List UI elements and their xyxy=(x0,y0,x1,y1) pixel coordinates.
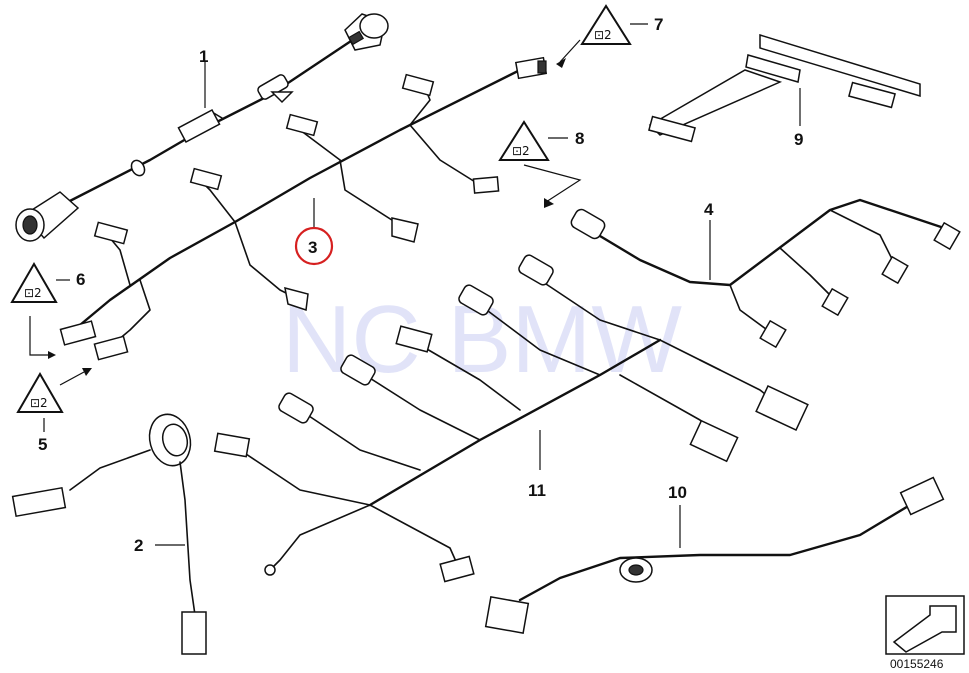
part-9-ribbon-cable: 9 xyxy=(648,33,921,149)
callout-3: 3 xyxy=(308,238,317,257)
symbol-6: ⊡2 6 xyxy=(10,262,85,359)
symbol-8: ⊡2 8 xyxy=(498,120,584,208)
callout-5: 5 xyxy=(38,435,47,454)
svg-text:⊡2: ⊡2 xyxy=(30,396,48,410)
svg-text:⊡2: ⊡2 xyxy=(24,286,42,300)
part-11-harness: 11 xyxy=(213,254,809,583)
svg-text:⊡2: ⊡2 xyxy=(512,144,530,158)
round-plug-left xyxy=(15,191,80,242)
part-2-grommet-harness: 2 xyxy=(11,413,207,655)
part-4-harness: 4 xyxy=(570,198,961,349)
part-1-harness: 1 xyxy=(15,13,389,242)
callout-6: 6 xyxy=(76,270,85,289)
part-3-harness: 3 xyxy=(59,56,548,361)
callout-3-highlight-ring xyxy=(294,226,334,266)
round-plug-top xyxy=(344,13,389,51)
callout-10: 10 xyxy=(668,483,687,502)
symbol-5: ⊡2 5 xyxy=(16,368,92,454)
callout-8: 8 xyxy=(575,129,584,148)
callout-7: 7 xyxy=(654,15,663,34)
doc-number: 00155246 xyxy=(890,657,944,671)
callout-9: 9 xyxy=(794,130,803,149)
callout-2: 2 xyxy=(134,536,143,555)
callout-11: 11 xyxy=(528,481,546,500)
callout-1: 1 xyxy=(199,47,208,66)
svg-text:⊡2: ⊡2 xyxy=(594,28,612,42)
callout-4: 4 xyxy=(704,200,714,219)
doc-reference-box: 00155246 xyxy=(885,595,965,671)
part-10-harness: 10 xyxy=(484,476,945,634)
symbol-7: ⊡2 7 xyxy=(556,4,663,68)
